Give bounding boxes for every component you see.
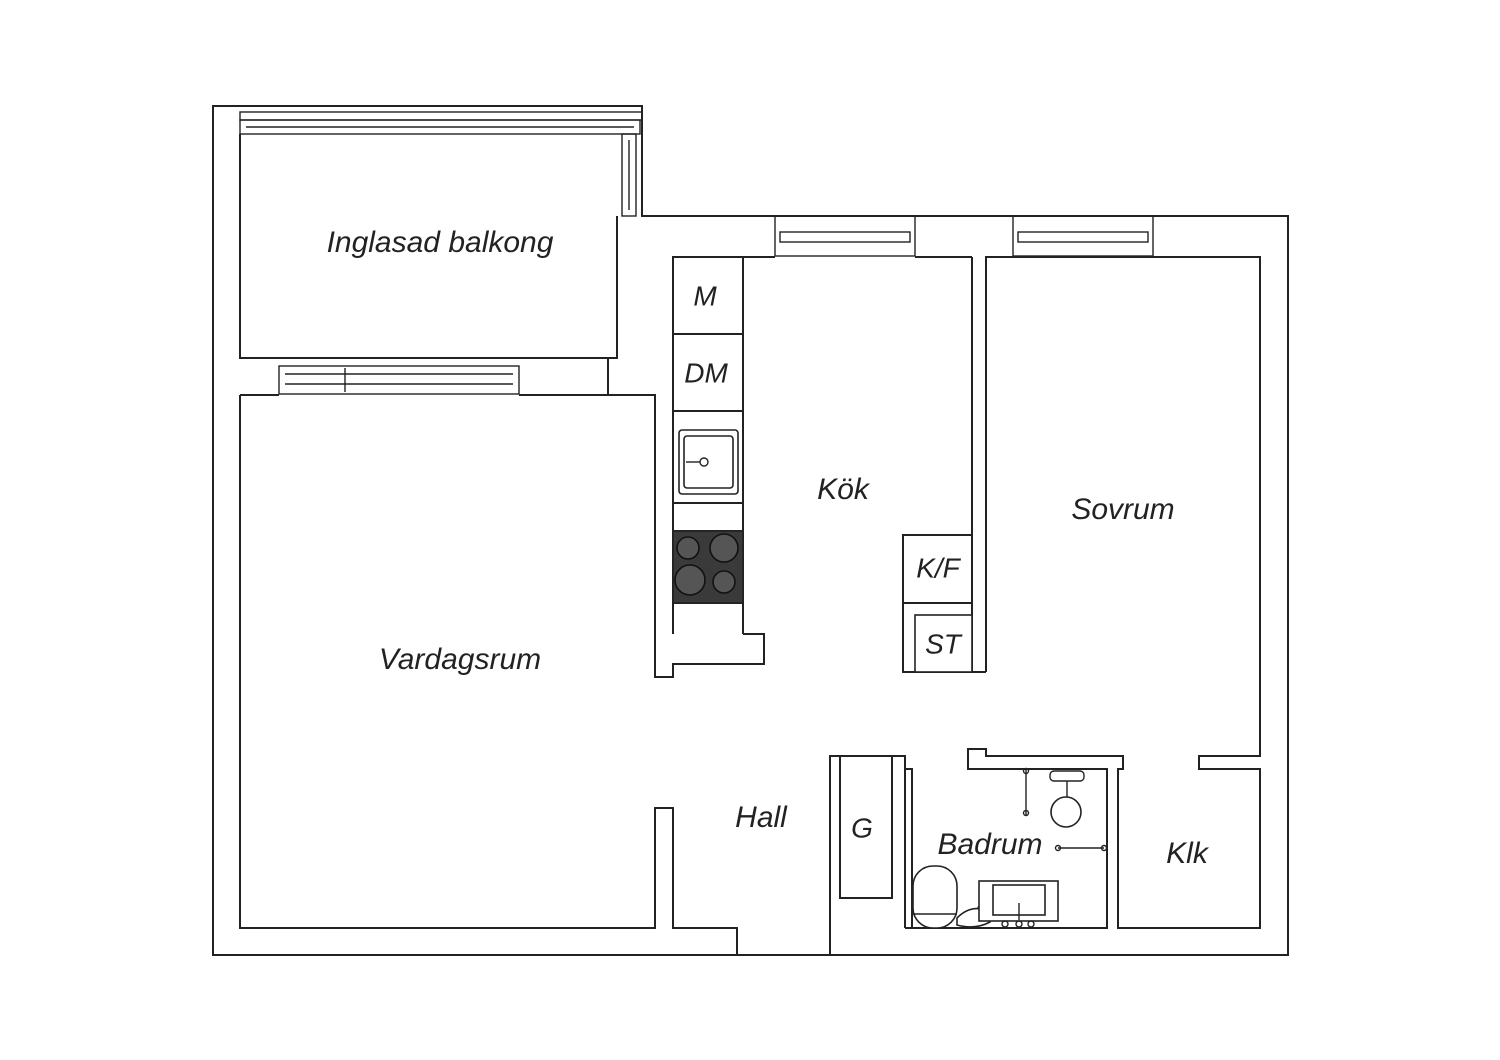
balcony-glazing (239, 111, 643, 217)
room-label-bathroom: Badrum (937, 828, 1042, 861)
appliance-label-hall-wardrobe: G (851, 812, 873, 843)
washbasin-icon (978, 880, 1059, 928)
window-living (278, 365, 520, 395)
room-label-kitchen: Kök (817, 473, 871, 506)
appliance-label-microwave: M (693, 280, 717, 311)
shower-icon (1022, 767, 1108, 852)
appliance-label-dishwasher: DM (684, 357, 728, 388)
room-label-balcony: Inglasad balkong (327, 226, 554, 259)
hall-wardrobe (829, 755, 912, 955)
appliance-label-fridge-freezer: K/F (916, 552, 961, 583)
room-label-living: Vardagsrum (379, 643, 541, 676)
appliance-label-wardrobe: ST (925, 628, 963, 659)
outer-walls (212, 105, 1289, 956)
sink-icon (678, 429, 739, 495)
room-label-bedroom: Sovrum (1071, 493, 1174, 526)
living-room-walls (239, 358, 765, 955)
room-label-closet: Klk (1166, 837, 1210, 870)
stove-icon (672, 530, 744, 604)
window-bedroom (1012, 215, 1154, 257)
kitchen-bedroom-wall (902, 256, 1261, 929)
window-kitchen (774, 215, 916, 257)
room-label-hall: Hall (735, 801, 788, 834)
